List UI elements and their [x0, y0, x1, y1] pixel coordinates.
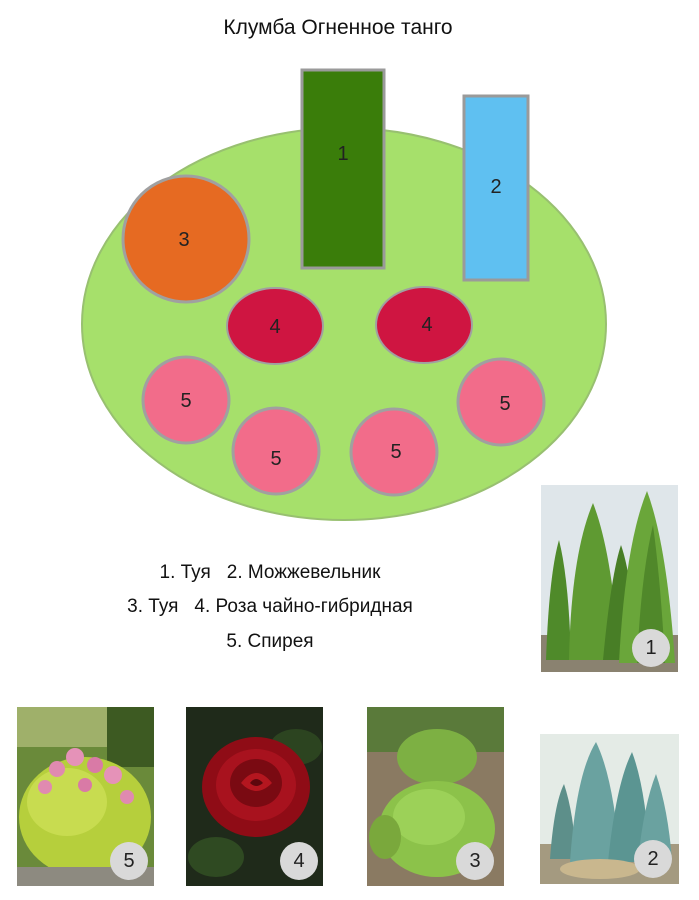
photo-badge-3: 3 [456, 842, 494, 880]
page-title: Клумба Огненное танго [223, 16, 453, 39]
photo-rose: 4 [186, 707, 323, 886]
photo-badge-4: 4 [280, 842, 318, 880]
plot-5-d-label: 5 [499, 393, 510, 415]
legend-item-4: 4. Роза чайно-гибридная [194, 596, 413, 617]
legend-item-5: 5. Спирея [226, 631, 314, 652]
legend-item-1: 1. Туя [159, 562, 211, 583]
plot-5-a-label: 5 [180, 390, 191, 412]
legend-line-3: 5. Спирея [60, 625, 480, 659]
plot-3-label: 3 [178, 229, 189, 251]
thuja-columnar-photo-icon [541, 485, 678, 672]
plot-4-left-label: 4 [269, 316, 280, 338]
photo-badge-1: 1 [632, 629, 670, 667]
plot-1: 1 [300, 68, 386, 270]
plot-5-c-label: 5 [390, 441, 401, 463]
photo-thuja-columnar: 1 [541, 485, 678, 672]
plot-5-b-label: 5 [270, 448, 281, 470]
juniper-photo-icon [540, 734, 679, 884]
photo-spirea: 5 [17, 707, 154, 886]
plot-5-d: 5 [456, 357, 546, 447]
plot-2: 2 [462, 94, 530, 282]
flowerbed-scheme: 1 2 3 4 4 5 5 5 5 [81, 68, 607, 521]
plot-3: 3 [121, 174, 251, 304]
plot-5-a: 5 [141, 355, 231, 445]
legend-item-2: 2. Можжевельник [226, 562, 381, 583]
photo-juniper: 2 [540, 734, 679, 884]
photo-badge-5: 5 [110, 842, 148, 880]
legend-line-2: 3. Туя 4. Роза чайно-гибридная [60, 590, 480, 624]
legend-line-1: 1. Туя 2. Можжевельник [60, 556, 480, 590]
plot-2-label: 2 [490, 176, 501, 198]
photo-thuja-globe: 3 [367, 707, 504, 886]
photo-badge-2: 2 [634, 840, 672, 878]
thuja-globe-photo-icon [367, 707, 504, 886]
plot-5-b: 5 [231, 406, 321, 496]
plot-1-label: 1 [337, 143, 348, 165]
legend-item-3: 3. Туя [127, 596, 179, 617]
plot-4-left: 4 [226, 287, 324, 365]
plot-4-right-label: 4 [421, 314, 432, 336]
plot-4-right: 4 [375, 286, 473, 364]
plot-5-c: 5 [349, 407, 439, 497]
